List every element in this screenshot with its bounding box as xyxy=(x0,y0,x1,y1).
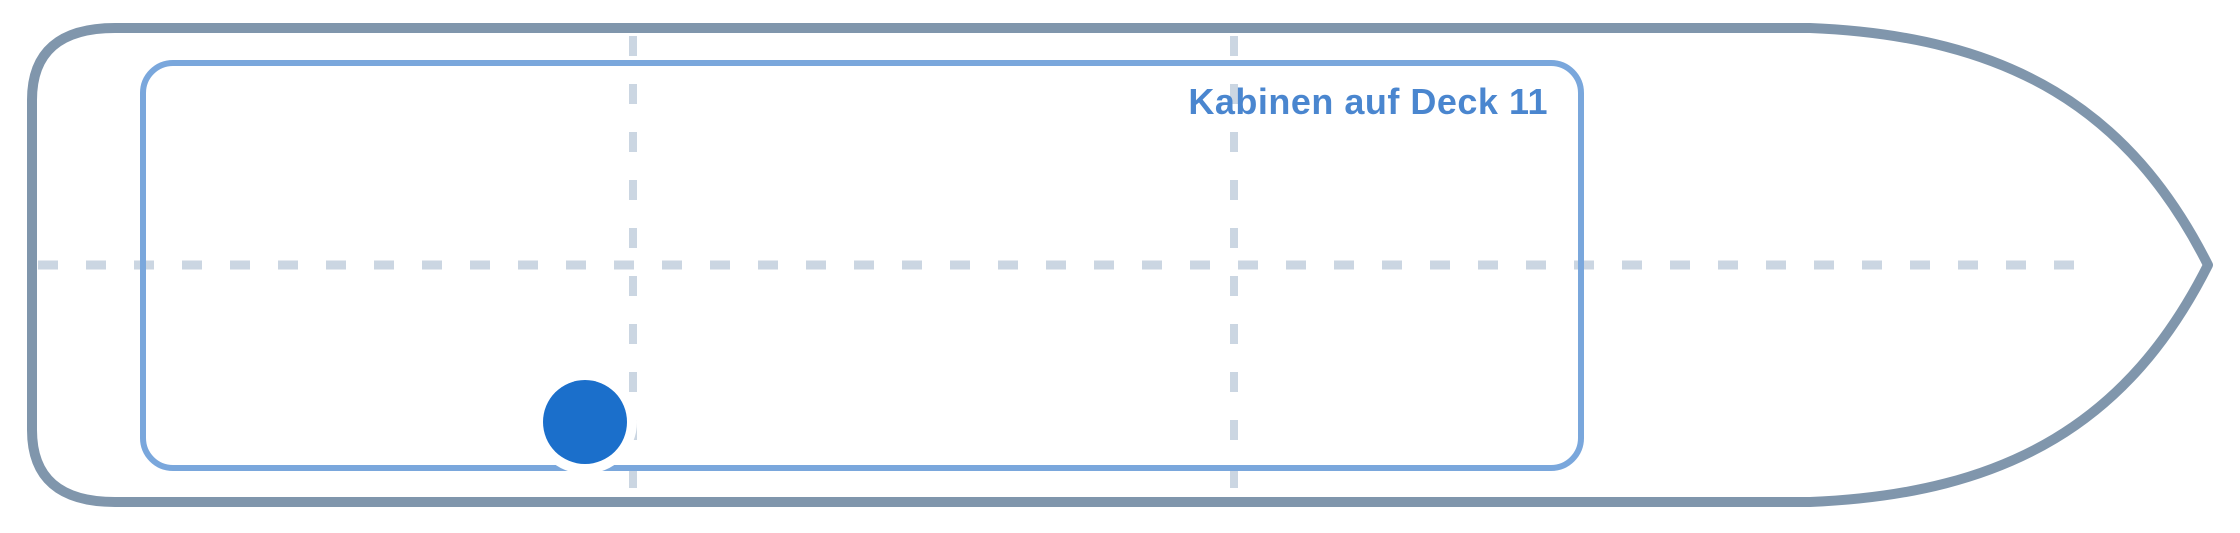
position-marker-icon[interactable] xyxy=(533,370,637,474)
cabin-area-outline xyxy=(140,60,1584,471)
ship-hull-outline xyxy=(27,23,2213,507)
deck-title: Kabinen auf Deck 11 xyxy=(1188,81,1548,122)
position-marker-dot[interactable] xyxy=(543,380,627,464)
